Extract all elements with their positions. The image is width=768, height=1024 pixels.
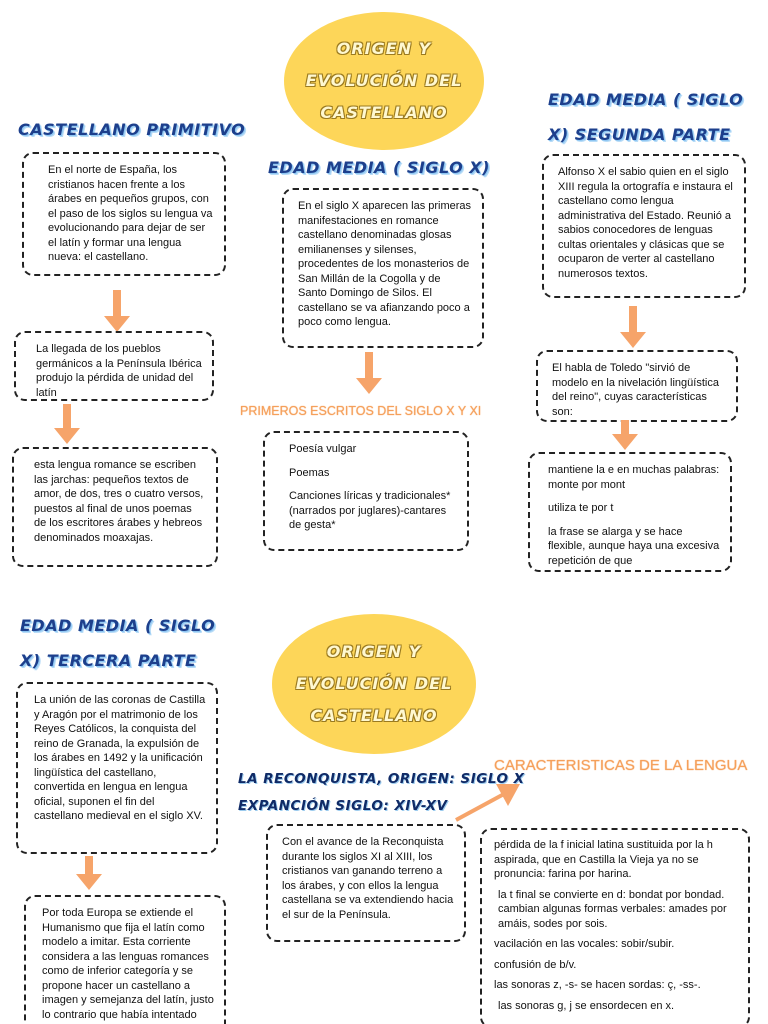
box-primitivo-1-text: En el norte de España, los cristianos ha…: [48, 164, 213, 263]
escritos-item-2: Poemas: [289, 466, 330, 479]
box-primeros-escritos: Poesía vulgar Poemas Canciones líricas y…: [263, 431, 469, 551]
box-tercera-1: La unión de las coronas de Castilla y Ar…: [16, 682, 218, 854]
caract-item-2: la t final se convierte en d: bondat por…: [498, 888, 727, 930]
box-segunda-1: Alfonso X el sabio quien en el siglo XII…: [542, 154, 746, 298]
arrow-diagonal: [455, 784, 520, 822]
segunda-item-3: la frase se alarga y se hace flexible, a…: [548, 525, 720, 567]
box-primitivo-1: En el norte de España, los cristianos ha…: [22, 152, 226, 276]
heading-reconquista-line2: EXPANCIÓN SIGLO: XIV-XV: [238, 798, 448, 814]
box-segunda-1-text: Alfonso X el sabio quien en el siglo XII…: [558, 166, 733, 280]
arrow-down-3: [356, 352, 382, 394]
segunda-item-2: utiliza te por t: [548, 502, 614, 514]
caract-item-3: vacilación en las vocales: sobir/subir.: [494, 938, 675, 950]
heading-tercera-line1: EDAD MEDIA ( SIGLO: [20, 616, 216, 635]
heading-caracteristicas: CARACTERISTICAS DE LA LENGUA: [494, 757, 748, 774]
box-segunda-3: mantiene la e en muchas palabras: monte …: [528, 452, 732, 572]
box-reconquista: Con el avance de la Reconquista durante …: [266, 824, 466, 942]
heading-edad-media-x: EDAD MEDIA ( SIGLO X): [268, 158, 490, 177]
box-tercera-2-text: Por toda Europa se extiende el Humanismo…: [42, 907, 214, 1021]
box-primitivo-2: La llegada de los pueblos germánicos a l…: [14, 331, 214, 401]
box-primitivo-3: esta lengua romance se escriben las jarc…: [12, 447, 218, 567]
box-reconquista-text: Con el avance de la Reconquista durante …: [282, 836, 454, 921]
box-tercera-1-text: La unión de las coronas de Castilla y Ar…: [34, 694, 206, 822]
box-segunda-2: El habla de Toledo "sirvió de modelo en …: [536, 350, 738, 422]
heading-tercera-line2: X) TERCERA PARTE: [20, 651, 197, 670]
box-segunda-2-text: El habla de Toledo "sirvió de modelo en …: [552, 362, 719, 418]
box-primitivo-3-text: esta lengua romance se escriben las jarc…: [34, 459, 204, 544]
heading-reconquista-line1: LA RECONQUISTA, ORIGEN: SIGLO X: [238, 771, 525, 787]
caract-item-4: confusión de b/v.: [494, 958, 577, 971]
title-bottom: ORIGEN Y EVOLUCIÓN DEL CASTELLANO: [295, 642, 453, 725]
title-ellipse-top: ORIGEN Y EVOLUCIÓN DEL CASTELLANO: [284, 12, 484, 150]
box-tercera-2: Por toda Europa se extiende el Humanismo…: [24, 895, 226, 1024]
arrow-down-1: [104, 290, 130, 332]
box-edad-media-x-text: En el siglo X aparecen las primeras mani…: [298, 200, 472, 328]
escritos-item-1: Poesía vulgar: [289, 443, 357, 455]
heading-segunda-line2: X) SEGUNDA PARTE: [548, 125, 731, 144]
heading-primeros-escritos: PRIMEROS ESCRITOS DEL SIGLO X Y XI: [240, 404, 482, 418]
arrow-down-5: [612, 420, 638, 450]
heading-castellano-primitivo: CASTELLANO PRIMITIVO: [18, 120, 246, 139]
box-edad-media-x: En el siglo X aparecen las primeras mani…: [282, 188, 484, 348]
title-ellipse-bottom: ORIGEN Y EVOLUCIÓN DEL CASTELLANO: [272, 614, 476, 754]
caract-item-1: pérdida de la f inicial latina sustituid…: [494, 839, 713, 880]
arrow-down-4: [620, 306, 646, 348]
caract-item-5: las sonoras z, -s- se hacen sordas: ç, -…: [494, 979, 701, 991]
box-primitivo-2-text: La llegada de los pueblos germánicos a l…: [36, 343, 202, 399]
arrow-down-6: [76, 856, 102, 890]
escritos-item-3: Canciones líricas y tradicionales* (narr…: [289, 490, 451, 531]
arrow-down-2: [54, 404, 80, 444]
caract-item-6: las sonoras g, j se ensordecen en x.: [498, 999, 675, 1012]
title-top: ORIGEN Y EVOLUCIÓN DEL CASTELLANO: [305, 39, 463, 122]
box-caracteristicas: pérdida de la f inicial latina sustituid…: [480, 828, 750, 1024]
segunda-item-1: mantiene la e en muchas palabras: monte …: [548, 464, 720, 491]
heading-segunda-line1: EDAD MEDIA ( SIGLO: [548, 90, 744, 109]
